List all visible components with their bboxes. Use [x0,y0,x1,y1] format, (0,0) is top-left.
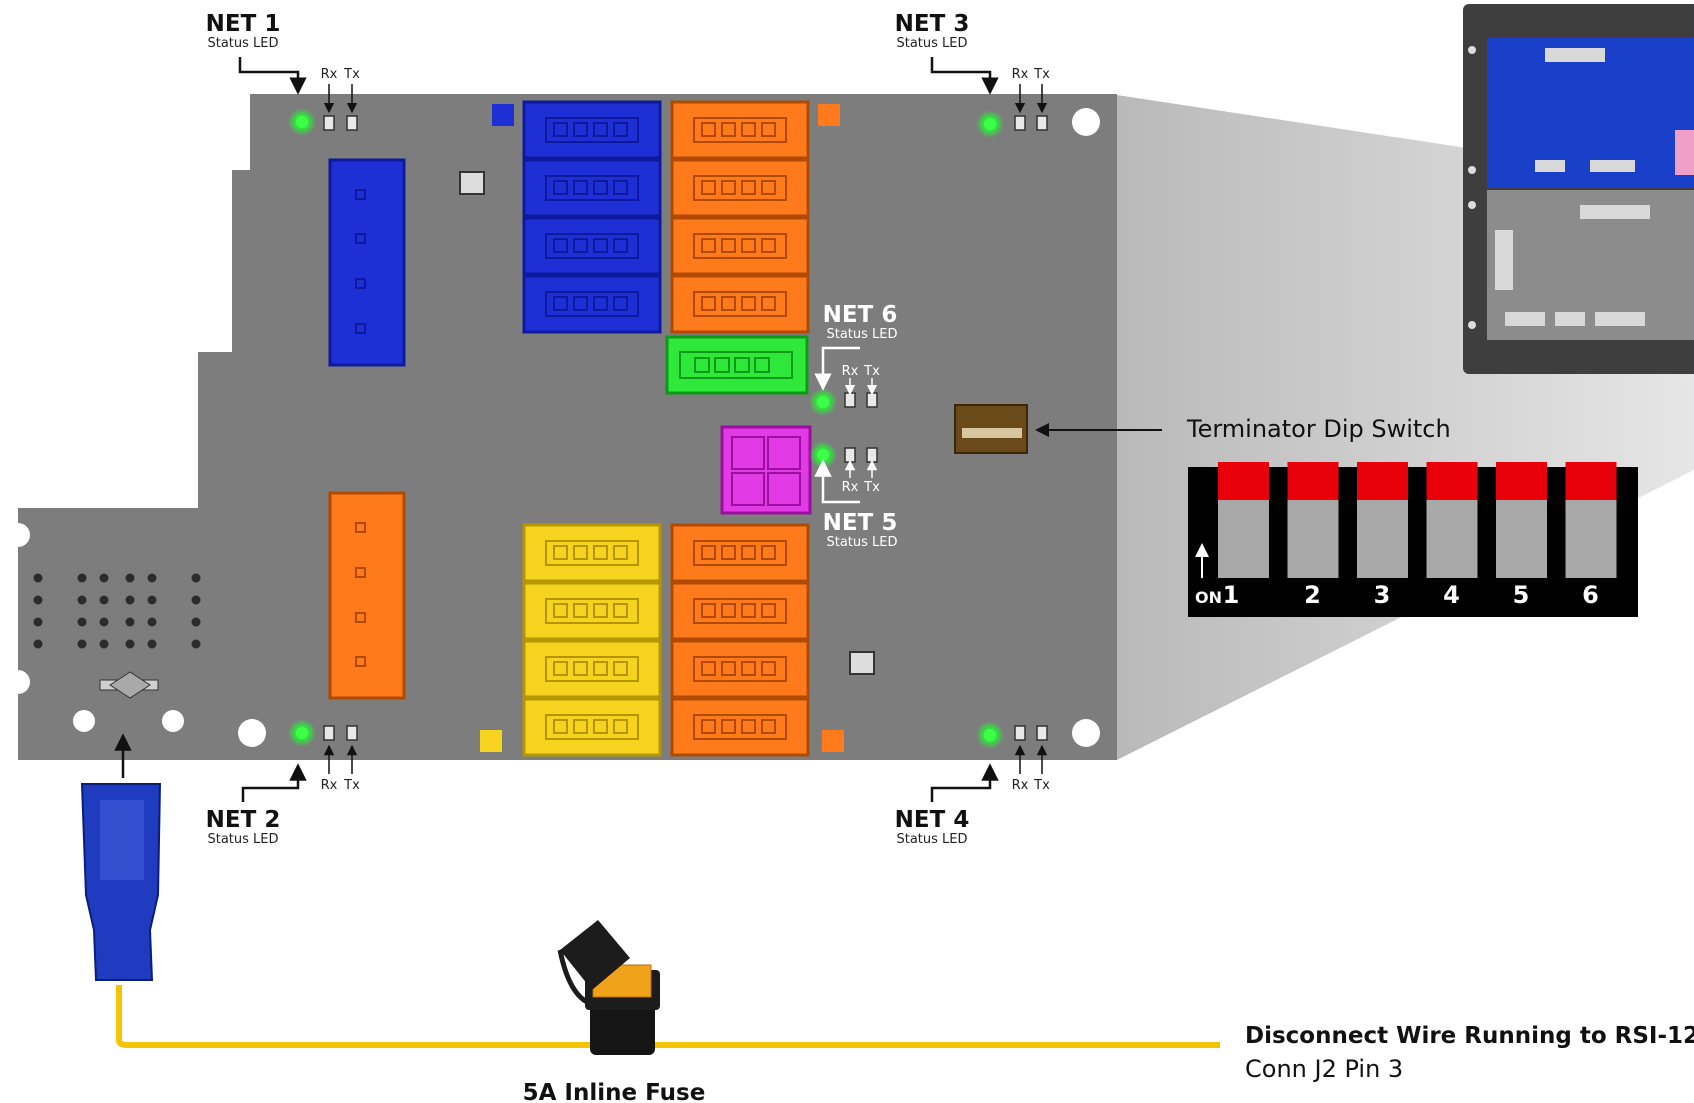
net2-title: NET 2 [206,807,281,833]
orange-connector [672,525,808,581]
net4-subtitle: Status LED [896,832,967,847]
enclosure-inset [1463,4,1694,374]
orange-connector [672,160,808,216]
blue-marker [492,104,514,126]
dip-number: 1 [1223,581,1240,609]
blue-connector [524,276,660,332]
net4-rx-label: Rx [1012,778,1029,793]
fuse-label: 5A Inline Fuse [523,1080,706,1103]
dip-switch-title: Terminator Dip Switch [1186,415,1451,443]
dip-number: 2 [1304,581,1321,609]
orange-connector [672,102,808,158]
led-pad [1015,726,1025,740]
net3-callout: NET 3 Status LED Rx Tx [895,11,1050,108]
inline-fuse-holder [560,920,660,1055]
dip-number: 6 [1582,581,1599,609]
net3-title: NET 3 [895,11,970,37]
orange-connector [672,699,808,755]
ic-chip [460,172,484,194]
net2-tx-label: Tx [343,778,360,793]
net2-subtitle: Status LED [207,832,278,847]
led-pad [1037,116,1047,130]
net1-callout: NET 1 Status LED Rx Tx [206,11,360,108]
blue-vertical-connector [330,160,404,365]
net2-callout: Rx Tx NET 2 Status LED [206,750,360,847]
yellow-wire [119,985,1220,1045]
blue-connector [524,218,660,274]
led-pad [347,116,357,130]
led-pad [324,726,334,740]
yellow-connector [524,641,660,697]
orange-connector [672,641,808,697]
net3-subtitle: Status LED [896,36,967,51]
net6-rx-label: Rx [842,364,859,379]
led-pad [324,116,334,130]
wire-note-subtitle: Conn J2 Pin 3 [1245,1055,1403,1083]
led-pad [1015,116,1025,130]
dip-switch-onboard [955,405,1027,453]
net1-tx-label: Tx [343,67,360,82]
net4-callout: Rx Tx NET 4 Status LED [895,750,1050,847]
led-pad [347,726,357,740]
orange-marker [818,104,840,126]
dip-on-label: ON [1195,588,1222,607]
orange-connector [672,583,808,639]
net1-rx-label: Rx [321,67,338,82]
net3-rx-label: Rx [1012,67,1029,82]
orange-vertical-connector [330,493,404,698]
yellow-connector [524,525,660,581]
led-pad [845,393,855,407]
net5-rx-label: Rx [842,480,859,495]
led-pad [867,393,877,407]
wire-note-title: Disconnect Wire Running to RSI-12 [1245,1023,1694,1049]
net1-title: NET 1 [206,11,281,37]
ic-chip [850,652,874,674]
net3-tx-label: Tx [1033,67,1050,82]
net1-subtitle: Status LED [207,36,278,51]
dip-number: 4 [1443,581,1460,609]
blue-connector [524,160,660,216]
net5-subtitle: Status LED [826,535,897,550]
net5-title: NET 5 [823,510,898,536]
net2-rx-label: Rx [321,778,338,793]
orange-connector [672,218,808,274]
orange-connector [672,276,808,332]
net4-title: NET 4 [895,807,970,833]
yellow-marker [480,730,502,752]
yellow-connector [524,583,660,639]
orange-marker [822,730,844,752]
net6-subtitle: Status LED [826,327,897,342]
led-pad [845,448,855,462]
net6-title: NET 6 [823,302,898,328]
blue-connector [524,102,660,158]
dip-number: 5 [1513,581,1530,609]
led-pad [867,448,877,462]
green-connector [667,337,807,393]
yellow-connector [524,699,660,755]
net6-tx-label: Tx [863,364,880,379]
dip-switch-enlarged: 1 2 3 4 5 6 ON [1188,462,1638,617]
led-pad [1037,726,1047,740]
dip-number: 3 [1374,581,1391,609]
net5-tx-label: Tx [863,480,880,495]
magenta-connector [722,427,810,513]
net4-tx-label: Tx [1033,778,1050,793]
